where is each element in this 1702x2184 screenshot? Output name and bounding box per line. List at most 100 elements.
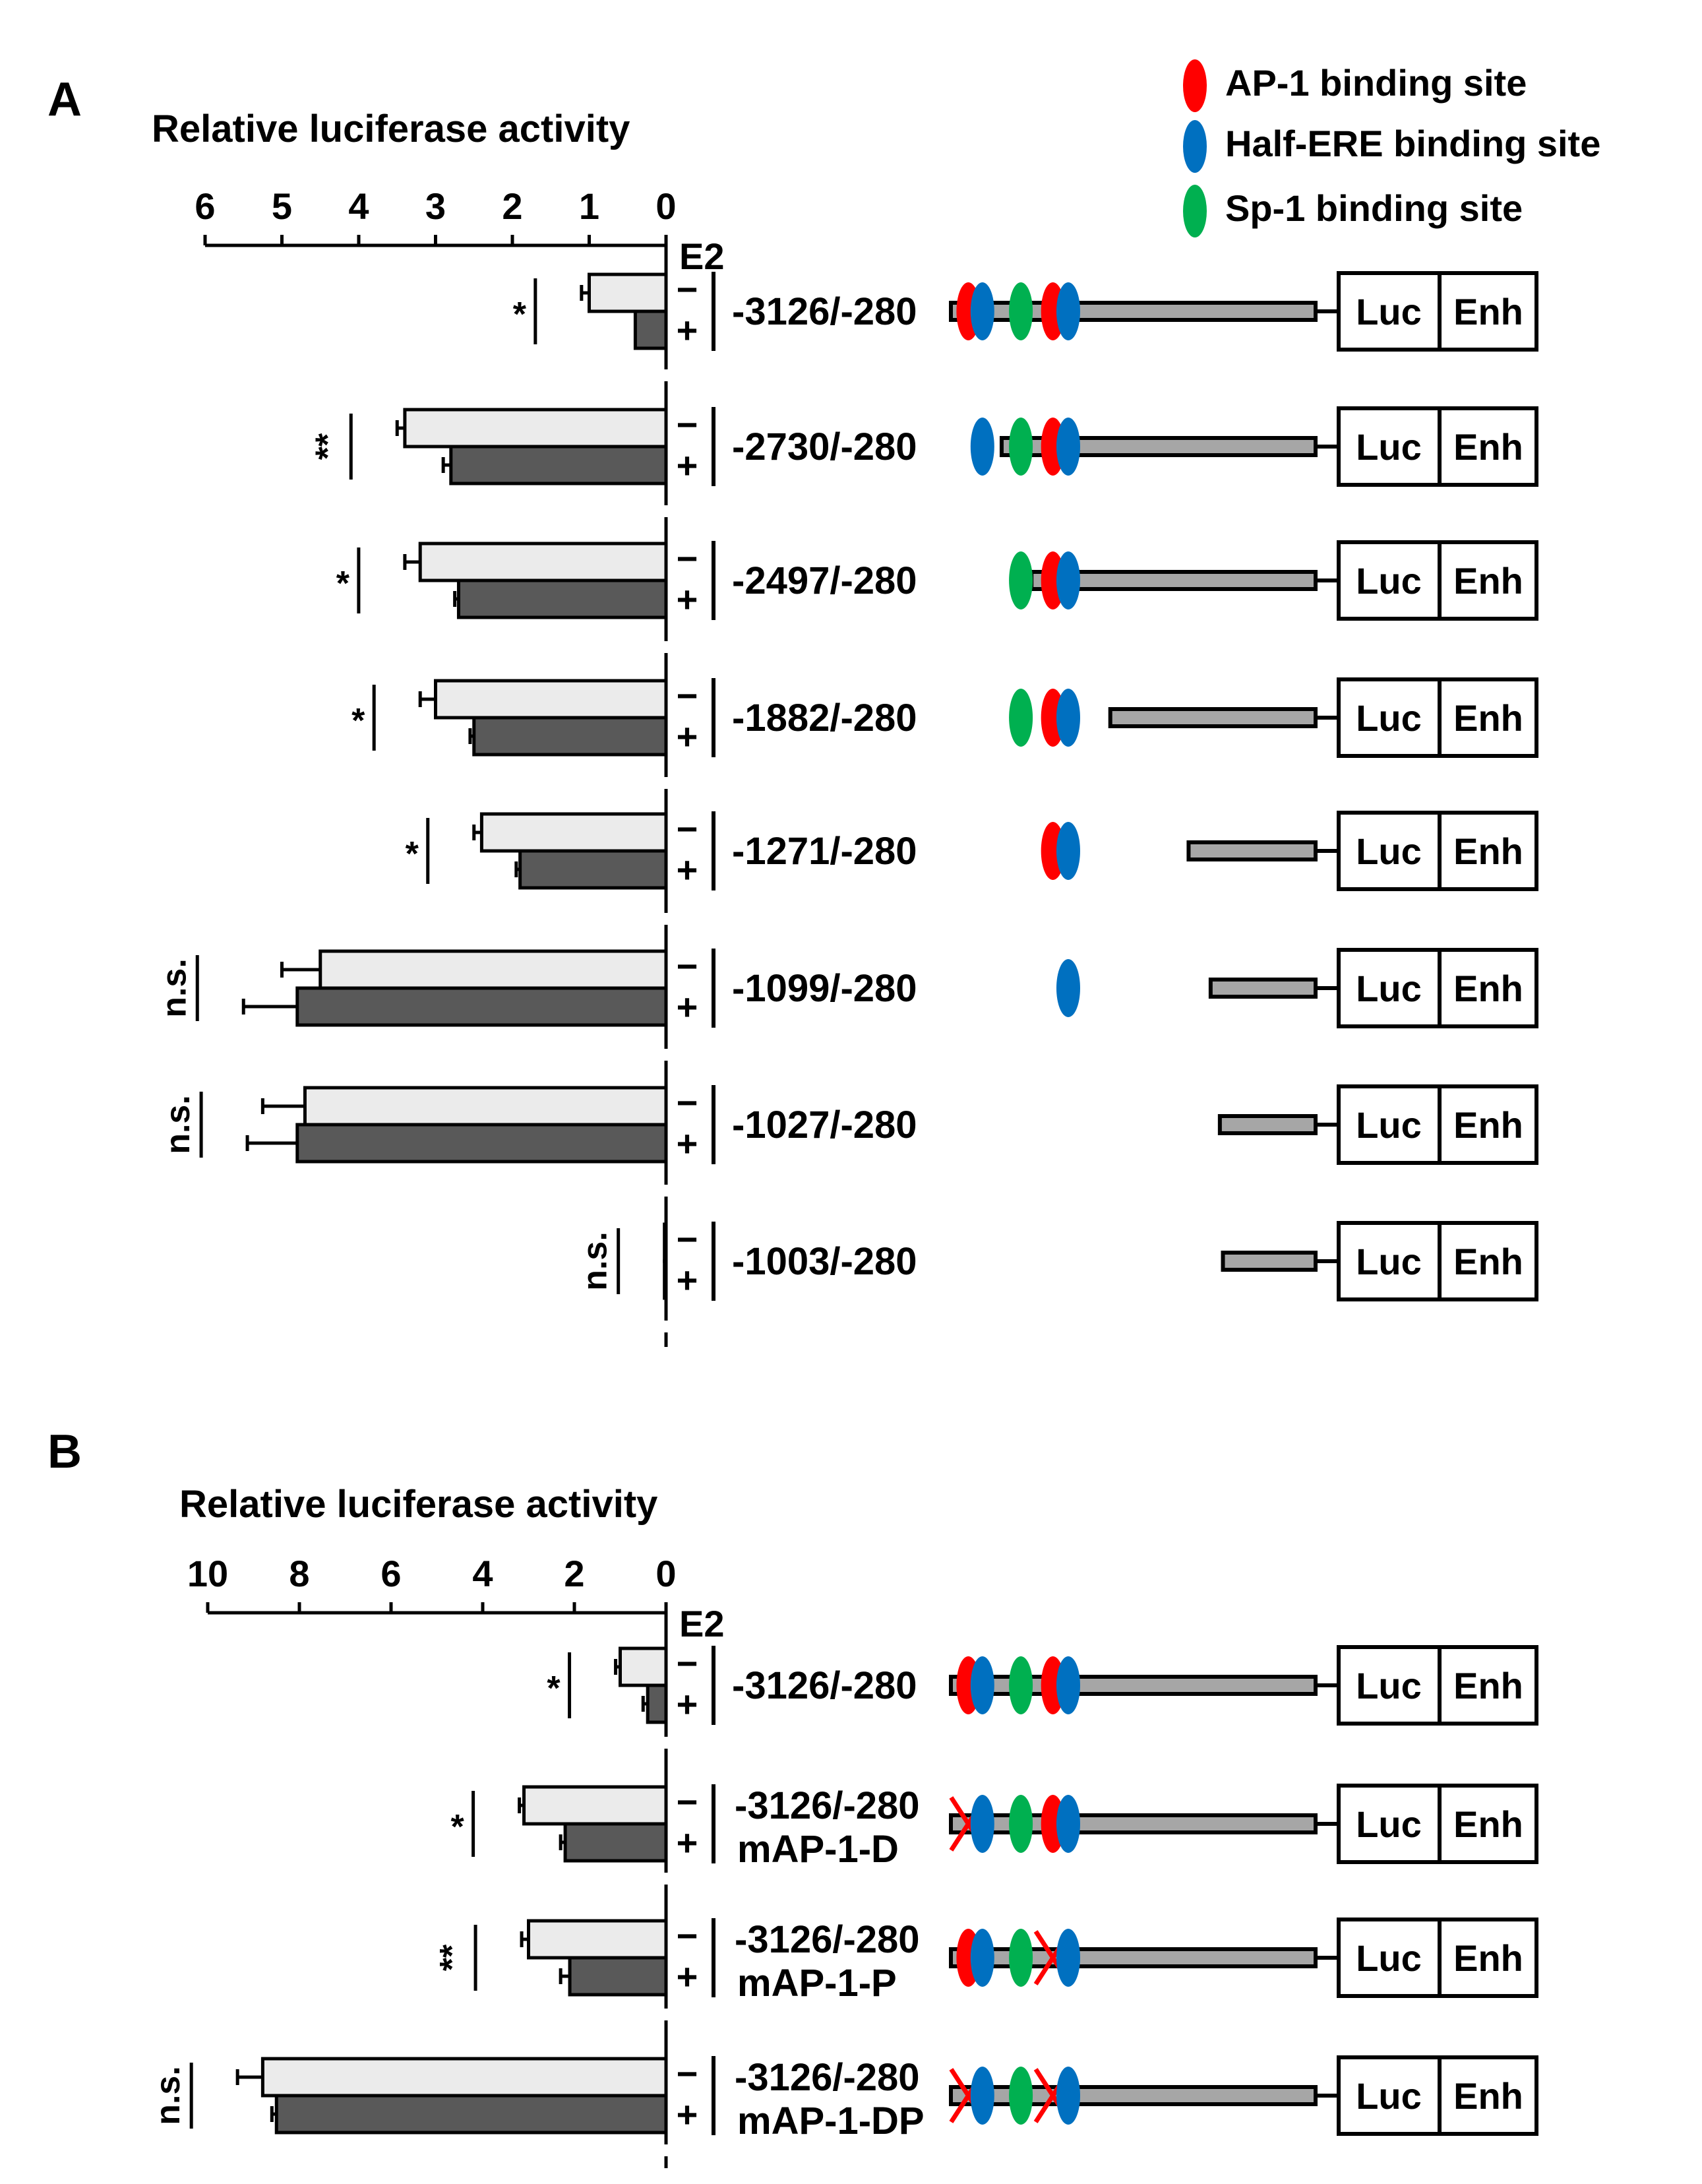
significance-label: n.s. xyxy=(576,1232,615,1291)
site-half-ere xyxy=(1056,551,1080,609)
construct-label: -2497/-280 xyxy=(732,559,917,602)
e2-plus-label: + xyxy=(677,716,698,757)
site-half-ere xyxy=(1056,1929,1080,1987)
site-sp1 xyxy=(1009,282,1033,340)
enh-label: Enh xyxy=(1453,968,1523,1009)
construct-label: -3126/-280 xyxy=(735,1784,920,1827)
bar-minus-e2 xyxy=(588,272,668,313)
legend-label: Half-ERE binding site xyxy=(1225,123,1600,164)
e2-minus-label: − xyxy=(677,1642,698,1684)
e2-minus-label: − xyxy=(677,1915,698,1956)
significance-label: n.s. xyxy=(155,958,193,1018)
construct-row: * −+ -1271/-280 Luc Enh xyxy=(406,808,1538,891)
enh-label: Enh xyxy=(1453,1665,1523,1706)
x-tick-label: 1 xyxy=(579,185,599,227)
e2-plus-label: + xyxy=(677,1259,698,1301)
panel-letter: B xyxy=(47,1425,82,1478)
legend-marker-half-ere xyxy=(1183,120,1207,173)
site-sp1 xyxy=(1009,1795,1033,1853)
x-tick-label: 0 xyxy=(655,185,676,227)
enh-label: Enh xyxy=(1453,1937,1523,1979)
construct-label: -3126/-280 xyxy=(735,2056,920,2099)
x-tick-label: 10 xyxy=(187,1553,228,1594)
x-axis-label: Relative luciferase activity xyxy=(179,1483,657,1526)
promoter-backbone xyxy=(1221,1251,1318,1272)
site-half-ere xyxy=(1056,1795,1080,1853)
enh-label: Enh xyxy=(1453,1104,1523,1146)
e2-plus-label: + xyxy=(677,445,698,486)
construct-sublabel: mAP-1-P xyxy=(737,1962,897,2005)
x-tick-label: 5 xyxy=(272,185,292,227)
e2-plus-label: + xyxy=(677,1822,698,1863)
e2-minus-label: − xyxy=(677,1781,698,1823)
promoter-backbone xyxy=(1217,1114,1318,1135)
site-half-ere xyxy=(1056,2067,1080,2125)
bar-plus-e2 xyxy=(274,2094,668,2135)
e2-plus-label: + xyxy=(677,849,698,890)
site-sp1 xyxy=(1009,551,1033,609)
bar-minus-e2 xyxy=(434,679,668,720)
x-tick-label: 0 xyxy=(655,1553,676,1594)
construct-label: -3126/-280 xyxy=(735,1918,920,1961)
bar-minus-e2 xyxy=(319,949,668,990)
bar-minus-e2 xyxy=(619,1646,668,1687)
site-half-ere xyxy=(1056,282,1080,340)
significance-label: * xyxy=(513,296,527,334)
significance-label: * xyxy=(450,1808,464,1846)
significance-label: n.s. xyxy=(149,2066,187,2125)
luc-label: Luc xyxy=(1356,968,1422,1009)
bar-minus-e2 xyxy=(527,1919,668,1960)
x-tick-label: 6 xyxy=(195,185,215,227)
panel-letter: A xyxy=(47,73,82,126)
significance-label: ** xyxy=(309,433,347,460)
bar-plus-e2 xyxy=(568,1956,668,1997)
site-sp1 xyxy=(1009,689,1033,747)
construct-label: -1099/-280 xyxy=(732,967,917,1010)
significance-label: * xyxy=(336,565,350,603)
significance-label: * xyxy=(351,702,365,740)
construct-label: -2730/-280 xyxy=(732,425,917,468)
e2-plus-label: + xyxy=(677,309,698,351)
significance-label: * xyxy=(547,1669,561,1708)
e2-plus-label: + xyxy=(677,578,698,620)
enh-label: Enh xyxy=(1453,426,1523,468)
legend-marker-ap1 xyxy=(1183,59,1207,112)
luc-label: Luc xyxy=(1356,1937,1422,1979)
e2-minus-label: − xyxy=(677,1082,698,1123)
treatment-label: E2 xyxy=(679,235,725,277)
significance-label: * xyxy=(406,835,419,873)
enh-label: Enh xyxy=(1453,1241,1523,1282)
bar-minus-e2 xyxy=(418,542,668,582)
site-half-ere xyxy=(970,418,994,476)
e2-minus-label: − xyxy=(677,268,698,310)
site-half-ere xyxy=(1056,822,1080,880)
bar-plus-e2 xyxy=(449,445,668,485)
site-sp1 xyxy=(1009,1656,1033,1714)
site-half-ere xyxy=(970,2067,994,2125)
legend-marker-sp1 xyxy=(1183,185,1207,237)
e2-plus-label: + xyxy=(677,1123,698,1164)
promoter-backbone xyxy=(949,1947,1318,1968)
site-half-ere xyxy=(970,1795,994,1853)
promoter-backbone xyxy=(949,2085,1318,2106)
x-tick-label: 2 xyxy=(564,1553,584,1594)
bar-minus-e2 xyxy=(663,1222,668,1263)
enh-label: Enh xyxy=(1453,697,1523,739)
e2-minus-label: − xyxy=(677,808,698,850)
e2-plus-label: + xyxy=(677,1683,698,1725)
significance-label: ** xyxy=(433,1944,471,1971)
luc-label: Luc xyxy=(1356,1241,1422,1282)
construct-sublabel: mAP-1-DP xyxy=(737,2100,925,2142)
e2-minus-label: − xyxy=(677,538,698,579)
enh-label: Enh xyxy=(1453,830,1523,872)
bar-minus-e2 xyxy=(479,812,668,853)
construct-label: -1271/-280 xyxy=(732,830,917,873)
luc-label: Luc xyxy=(1356,830,1422,872)
construct-label: -1882/-280 xyxy=(732,697,917,739)
